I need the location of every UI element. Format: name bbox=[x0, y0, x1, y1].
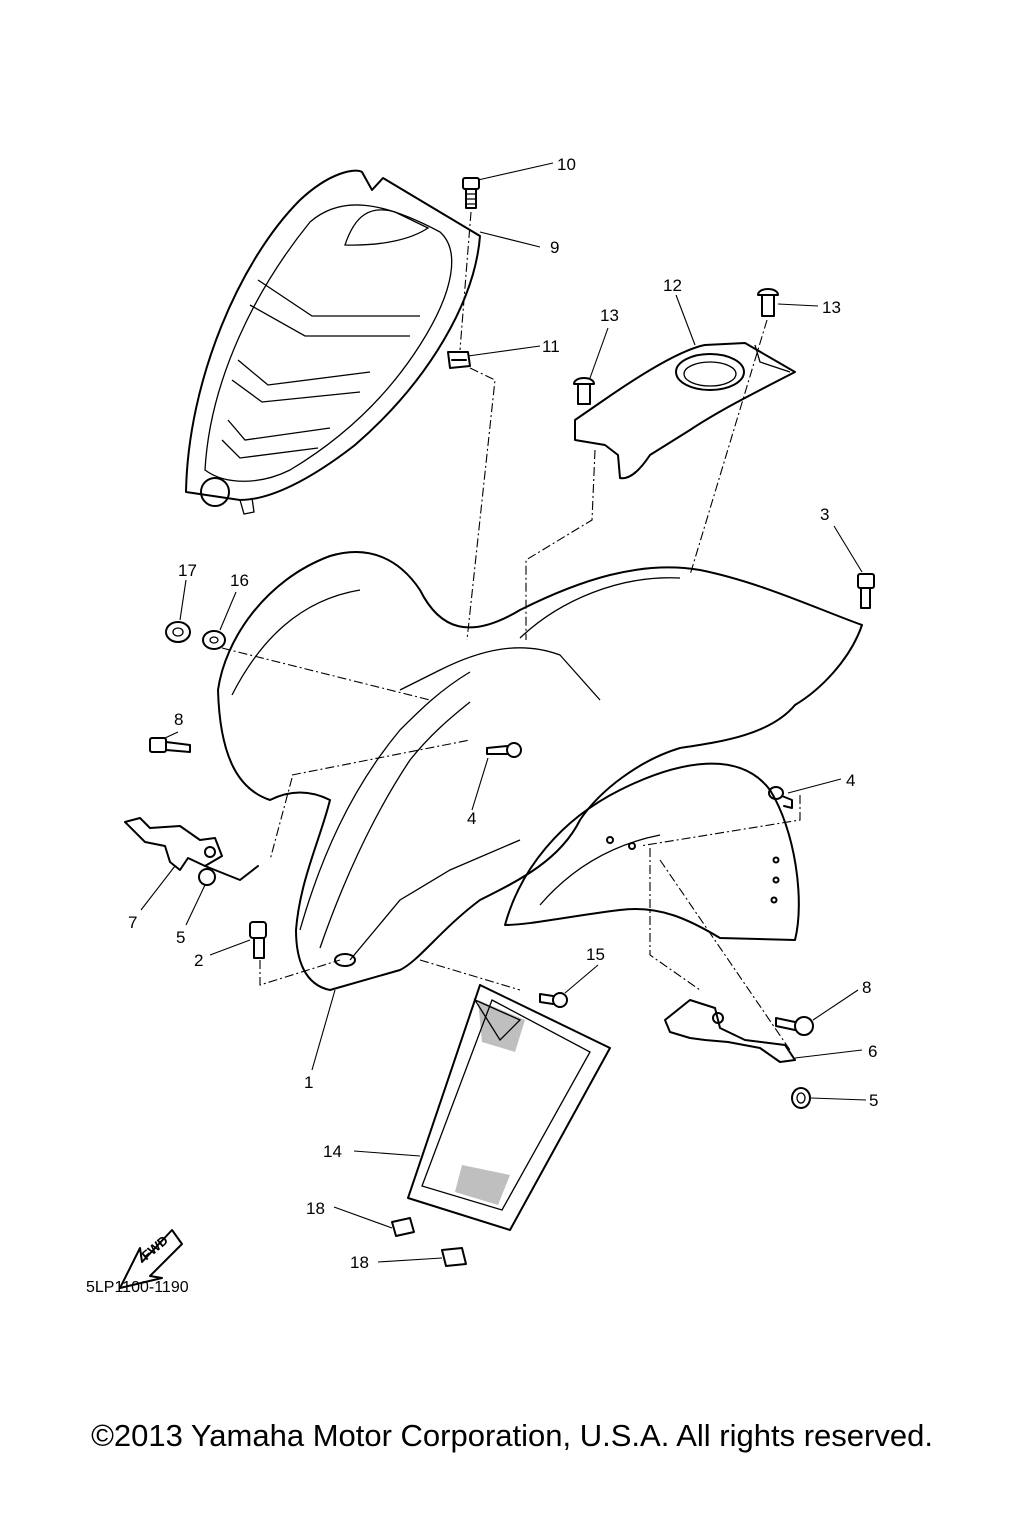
callout-18-upper: 18 bbox=[306, 1199, 325, 1218]
front-top-cover-part-9 bbox=[185, 169, 481, 515]
callout-13-left: 13 bbox=[600, 306, 619, 325]
callout-12: 12 bbox=[663, 276, 682, 295]
callout-8-right: 8 bbox=[862, 978, 871, 997]
bolt-part-15 bbox=[539, 992, 568, 1008]
fender-right-lobe bbox=[504, 762, 800, 941]
nut-part-17 bbox=[165, 621, 191, 643]
bolt-part-2 bbox=[249, 921, 267, 959]
mesh-grille-part-14 bbox=[407, 984, 611, 1231]
bracket-part-6 bbox=[664, 999, 796, 1063]
callout-13-right: 13 bbox=[822, 298, 841, 317]
assembly-lines bbox=[221, 211, 801, 1051]
nut-part-5-right bbox=[791, 1087, 811, 1109]
callout-17: 17 bbox=[178, 561, 197, 580]
callout-18-lower: 18 bbox=[350, 1253, 369, 1272]
callout-numbers: 10 9 11 12 13 13 3 17 16 8 4 4 7 5 2 15 … bbox=[128, 155, 878, 1272]
clip-nut-part-11 bbox=[447, 351, 471, 369]
callout-3: 3 bbox=[820, 505, 829, 524]
callout-4-left: 4 bbox=[467, 809, 476, 828]
bolt-part-4-right bbox=[768, 786, 793, 809]
callout-5-left: 5 bbox=[176, 928, 185, 947]
rivet-part-13-right bbox=[757, 288, 779, 317]
callout-16: 16 bbox=[230, 571, 249, 590]
callout-6: 6 bbox=[868, 1042, 877, 1061]
screw-part-10 bbox=[462, 177, 480, 209]
washer-part-16 bbox=[202, 630, 226, 650]
clip-part-18-upper bbox=[391, 1217, 415, 1237]
center-cover-part-12 bbox=[574, 342, 796, 480]
callout-2: 2 bbox=[194, 951, 203, 970]
copyright-notice: ©2013 Yamaha Motor Corporation, U.S.A. A… bbox=[91, 1418, 933, 1453]
callout-11: 11 bbox=[542, 337, 560, 356]
bolt-part-3 bbox=[857, 573, 875, 609]
nut-part-5-left bbox=[198, 868, 216, 886]
clip-part-18-lower bbox=[441, 1247, 467, 1267]
callout-14: 14 bbox=[323, 1142, 342, 1161]
callout-9: 9 bbox=[550, 238, 559, 257]
callout-1: 1 bbox=[304, 1073, 313, 1092]
callout-15: 15 bbox=[586, 945, 605, 964]
callout-leaders bbox=[140, 162, 867, 1263]
bracket-part-7 bbox=[124, 817, 259, 881]
bolt-part-8-left bbox=[149, 737, 191, 753]
callout-4-right: 4 bbox=[846, 771, 855, 790]
callout-10: 10 bbox=[557, 155, 576, 174]
callout-5-right: 5 bbox=[869, 1091, 878, 1110]
callout-7: 7 bbox=[128, 913, 137, 932]
part-code: 5LP1100-1190 bbox=[86, 1279, 189, 1296]
callout-8-left: 8 bbox=[174, 710, 183, 729]
front-fender-part-1 bbox=[217, 551, 863, 991]
bolt-part-4-left bbox=[486, 742, 522, 758]
rivet-part-13-left bbox=[573, 377, 595, 405]
bolt-part-8-right bbox=[775, 1016, 814, 1036]
